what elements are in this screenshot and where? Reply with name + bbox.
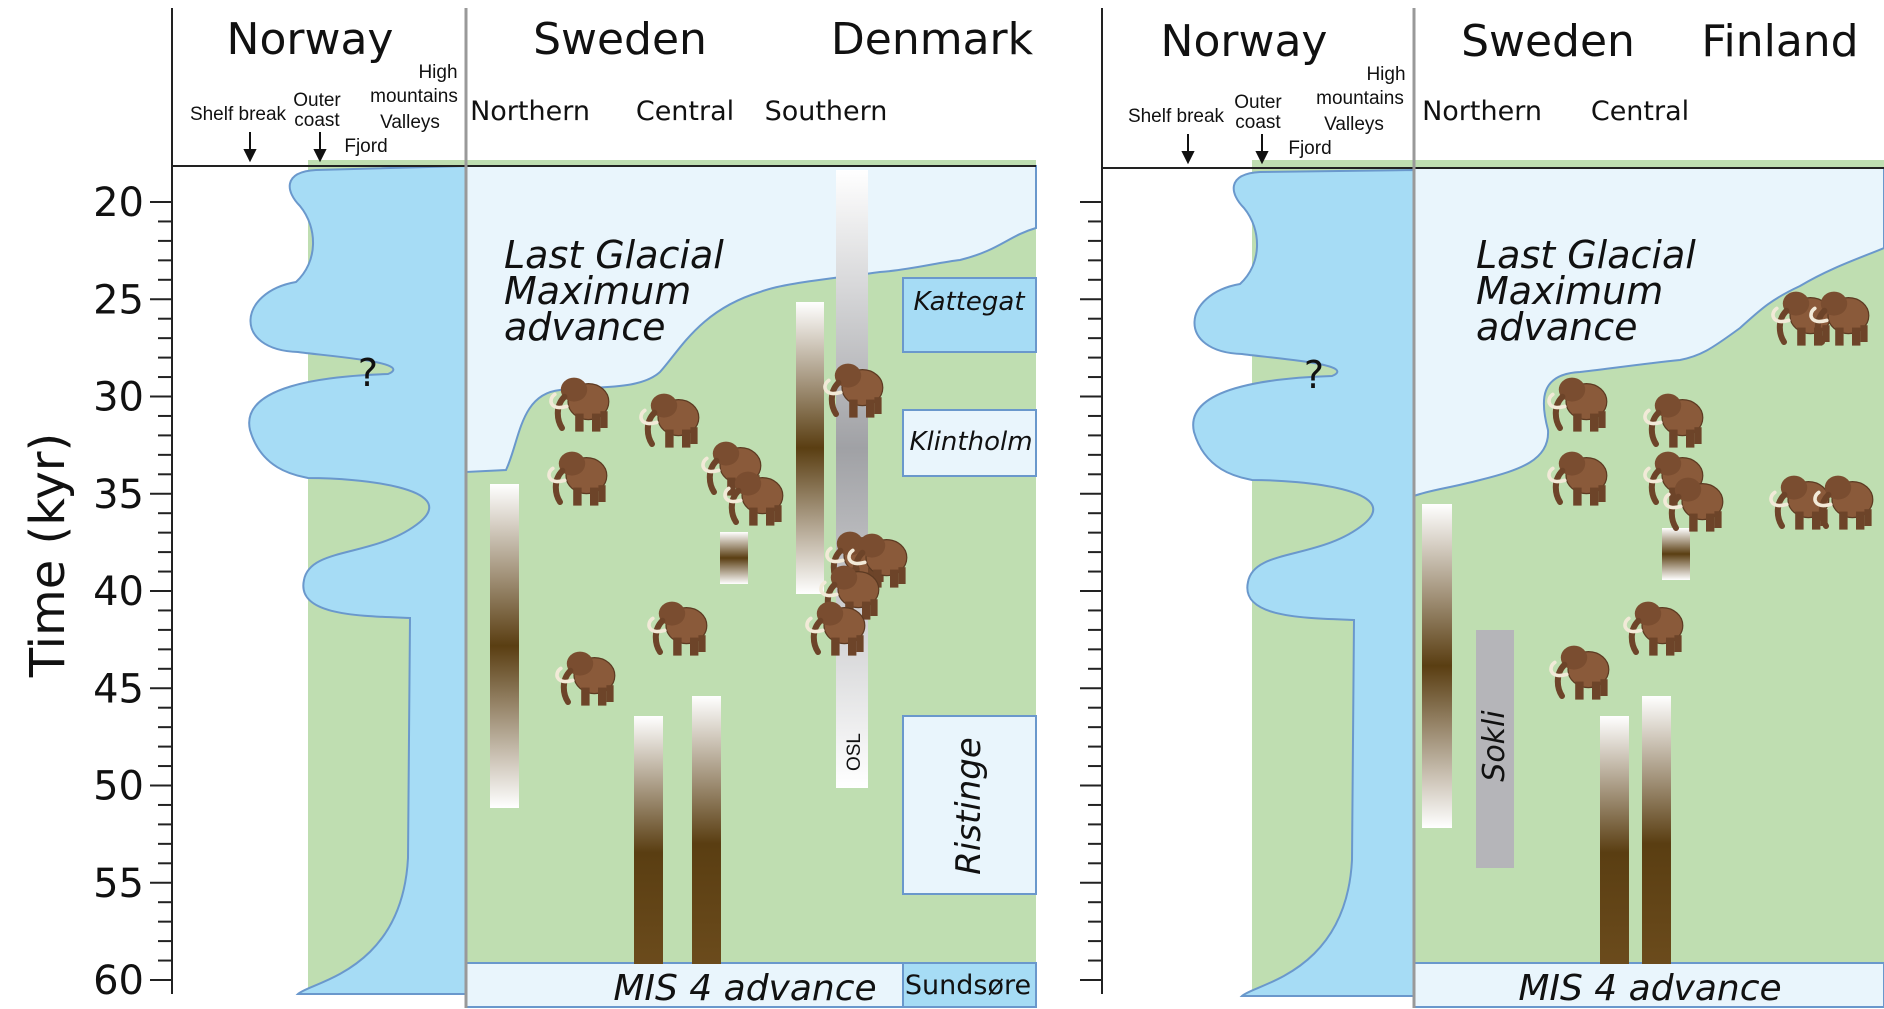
right-sokli-bar xyxy=(1476,630,1514,868)
right-zone-high-2: mountains xyxy=(1316,88,1404,109)
left-question-mark: ? xyxy=(358,351,378,395)
right-question-mark: ? xyxy=(1304,353,1324,397)
right-zone-high-1: High xyxy=(1366,64,1405,85)
left-record-bar-4 xyxy=(720,532,748,584)
left-ristinge-box xyxy=(902,715,1037,895)
right-mis4-label: MIS 4 advance xyxy=(1518,968,1781,1009)
left-region-northern: Northern xyxy=(470,96,590,127)
left-zone-fjord: Fjord xyxy=(344,136,387,157)
right-zone-shelf-break: Shelf break xyxy=(1128,106,1225,127)
right-panel: Norway Sweden Finland Shelf break Outer … xyxy=(1080,8,1884,1009)
right-lgm-line-2: Maximum xyxy=(1476,269,1663,313)
left-country-sweden: Sweden xyxy=(533,14,707,65)
left-region-southern: Southern xyxy=(765,96,888,127)
left-norway-ice xyxy=(248,164,467,995)
right-axis-ticks xyxy=(1080,201,1102,981)
right-country-finland: Finland xyxy=(1701,16,1858,67)
y-tick-label: 45 xyxy=(93,666,144,712)
left-zone-outer-1: Outer xyxy=(293,90,341,111)
left-lgm-line-1: Last Glacial xyxy=(504,233,724,277)
left-zone-shelf-break: Shelf break xyxy=(190,104,287,125)
left-kattegat-label: Kattegat xyxy=(913,287,1025,317)
left-klintholm-box xyxy=(902,409,1037,477)
right-record-bar-1 xyxy=(1422,504,1452,828)
y-axis-ticks xyxy=(150,201,172,981)
right-zone-outer-1: Outer xyxy=(1234,92,1282,113)
right-region-central: Central xyxy=(1591,96,1689,127)
y-tick-label: 40 xyxy=(93,569,144,615)
left-lgm-line-3: advance xyxy=(504,305,666,349)
left-record-bar-3 xyxy=(692,696,721,964)
y-axis-label: Time (kyr) xyxy=(20,433,76,678)
left-country-norway: Norway xyxy=(227,14,394,65)
right-lgm-line-1: Last Glacial xyxy=(1476,233,1696,277)
left-zone-valleys: Valleys xyxy=(380,112,440,133)
right-lgm-ice xyxy=(1413,167,1884,498)
y-tick-label: 35 xyxy=(93,472,144,518)
right-zone-valleys: Valleys xyxy=(1324,114,1384,135)
right-record-bar-2 xyxy=(1600,716,1629,964)
left-lgm-line-2: Maximum xyxy=(504,269,691,313)
left-osl-bar xyxy=(836,170,868,788)
right-record-bar-3 xyxy=(1642,696,1671,964)
left-zone-arrows xyxy=(243,132,327,163)
left-ristinge-label: Ristinge xyxy=(949,737,989,875)
y-axis: 20 25 30 35 40 45 50 55 60 Time (kyr) xyxy=(20,8,173,1004)
right-zone-outer-2: coast xyxy=(1235,112,1281,133)
left-osl-label: OSL xyxy=(844,733,865,771)
right-mis4-band xyxy=(1413,962,1884,1008)
left-kattegat-box xyxy=(902,277,1037,353)
right-record-bar-4 xyxy=(1662,528,1690,580)
left-sundsore-box xyxy=(902,962,1037,1008)
y-tick-label: 50 xyxy=(93,764,144,810)
left-country-denmark: Denmark xyxy=(831,14,1034,65)
right-sokli-label: Sokli xyxy=(1477,710,1512,782)
left-lgm-ice xyxy=(465,165,1037,474)
left-zone-high-2: mountains xyxy=(370,86,458,107)
y-tick-label: 55 xyxy=(93,861,144,907)
left-record-bar-2 xyxy=(634,716,663,964)
right-country-sweden: Sweden xyxy=(1461,16,1635,67)
y-tick-label: 60 xyxy=(93,958,144,1004)
y-tick-label: 30 xyxy=(93,375,144,421)
left-klintholm-label: Klintholm xyxy=(909,427,1032,457)
right-lgm-line-3: advance xyxy=(1476,305,1638,349)
left-panel: Norway Sweden Denmark Shelf break Outer … xyxy=(172,8,1037,1009)
left-zone-high-1: High xyxy=(418,62,457,83)
y-tick-label: 25 xyxy=(93,277,144,323)
right-zone-fjord: Fjord xyxy=(1288,138,1331,159)
left-region-central: Central xyxy=(636,96,734,127)
left-record-bar-5 xyxy=(796,302,824,594)
y-tick-label: 20 xyxy=(93,180,144,226)
left-record-bar-1 xyxy=(490,484,519,808)
left-sundsore-label: Sundsøre xyxy=(905,970,1031,1001)
right-norway-ice xyxy=(1192,168,1415,997)
left-zone-outer-2: coast xyxy=(294,110,340,131)
left-mis4-label: MIS 4 advance xyxy=(613,968,876,1009)
right-region-northern: Northern xyxy=(1422,96,1542,127)
y-axis-tick-labels: 20 25 30 35 40 45 50 55 60 xyxy=(93,180,144,1004)
right-zone-arrows xyxy=(1181,134,1269,165)
right-country-norway: Norway xyxy=(1161,16,1328,67)
